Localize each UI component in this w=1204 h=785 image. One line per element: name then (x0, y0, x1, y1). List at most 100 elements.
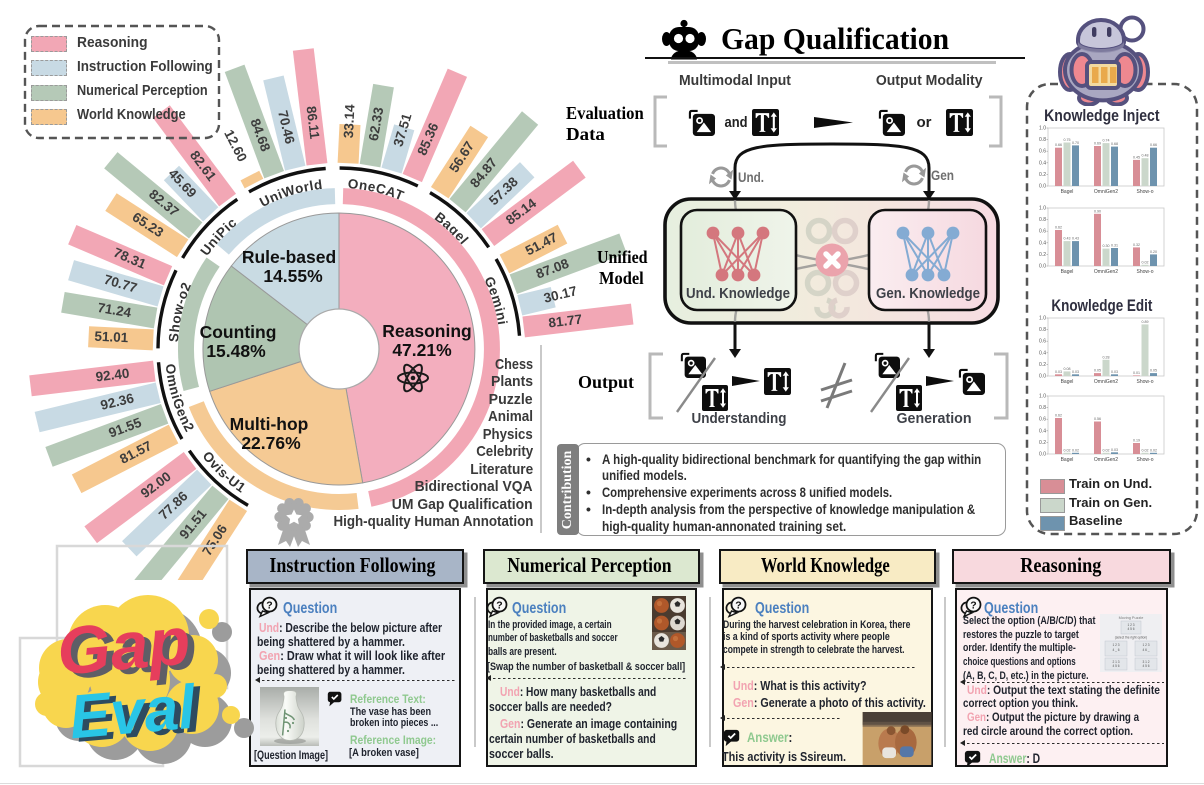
svg-text:0.8: 0.8 (1039, 405, 1046, 411)
svg-text:0.4: 0.4 (1039, 240, 1046, 246)
svg-text:0.02: 0.02 (1103, 448, 1110, 452)
svg-text:0.0: 0.0 (1039, 184, 1046, 190)
svg-text:0.2: 0.2 (1039, 172, 1046, 178)
svg-text:0.89: 0.89 (1142, 320, 1149, 324)
svg-text:4 5 6: 4 5 6 (1127, 627, 1134, 631)
svg-text:Eval: Eval (67, 672, 200, 752)
svg-text:0.43: 0.43 (1064, 237, 1071, 241)
svg-text:Bagel: Bagel (1061, 457, 1074, 463)
svg-text:0.03: 0.03 (1055, 370, 1062, 374)
svg-text:OmniGen2: OmniGen2 (1094, 379, 1118, 385)
svg-text:0.01: 0.01 (1133, 371, 1140, 375)
svg-text:0.56: 0.56 (1094, 417, 1101, 421)
svg-text:86.11: 86.11 (304, 105, 323, 140)
svg-text:0.43: 0.43 (1072, 237, 1079, 241)
svg-text:0.8: 0.8 (1039, 217, 1046, 223)
svg-text:OmniGen2: OmniGen2 (1094, 457, 1118, 463)
svg-text:3 1 2: 3 1 2 (1142, 660, 1149, 664)
svg-text:Rule-based: Rule-based (242, 247, 336, 267)
svg-text:0.30: 0.30 (1103, 244, 1110, 248)
svg-text:?: ? (266, 599, 272, 611)
svg-text:Understanding: Understanding (692, 411, 787, 427)
svg-text:0.48: 0.48 (1142, 154, 1149, 158)
svg-text:0.05: 0.05 (1094, 369, 1101, 373)
svg-text:0.02: 0.02 (1072, 448, 1079, 452)
svg-text:1.0: 1.0 (1039, 206, 1046, 212)
svg-text:0.68: 0.68 (1111, 142, 1118, 146)
svg-text:Show-o: Show-o (1137, 457, 1154, 463)
svg-text:1.0: 1.0 (1039, 316, 1046, 322)
svg-text:0.70: 0.70 (1072, 141, 1079, 145)
svg-text:0.8: 0.8 (1039, 327, 1046, 333)
svg-text:0.31: 0.31 (1111, 244, 1118, 248)
svg-text:0.6: 0.6 (1039, 417, 1046, 423)
svg-text:Und. Knowledge: Und. Knowledge (686, 286, 790, 302)
svg-text:0.32: 0.32 (1133, 243, 1140, 247)
svg-text:0.19: 0.19 (1133, 439, 1140, 443)
svg-text:Eval: Eval (73, 676, 206, 756)
svg-text:OmniGen2: OmniGen2 (1094, 189, 1118, 195)
svg-text:0.74: 0.74 (1103, 139, 1110, 143)
svg-text:0.90: 0.90 (1094, 209, 1101, 213)
svg-text:Bagel: Bagel (1061, 269, 1074, 275)
svg-text:15.48%: 15.48% (206, 341, 266, 361)
svg-text:Und.: Und. (738, 169, 764, 185)
svg-text:0.28: 0.28 (1103, 355, 1110, 359)
svg-text:1 2 3: 1 2 3 (1142, 643, 1149, 647)
svg-text:0.2: 0.2 (1039, 440, 1046, 446)
svg-text:0.6: 0.6 (1039, 339, 1046, 345)
svg-text:Show-o: Show-o (1137, 189, 1154, 195)
svg-text:1.0: 1.0 (1039, 126, 1046, 132)
svg-text:Bagel: Bagel (1061, 379, 1074, 385)
svg-text:Reasoning: Reasoning (382, 321, 471, 341)
svg-text:12.60: 12.60 (221, 127, 250, 164)
svg-text:Gap: Gap (61, 608, 200, 694)
svg-text:0.6: 0.6 (1039, 229, 1046, 235)
svg-text:Show-o: Show-o (1137, 269, 1154, 275)
svg-text:?: ? (735, 599, 741, 611)
svg-text:0.2: 0.2 (1039, 252, 1046, 258)
svg-text:0.75: 0.75 (1064, 138, 1071, 142)
svg-text:47.21%: 47.21% (392, 340, 452, 360)
svg-text:0.6: 0.6 (1039, 149, 1046, 155)
svg-text:0.2: 0.2 (1039, 362, 1046, 368)
svg-text:or: or (917, 114, 932, 131)
svg-text:92.40: 92.40 (95, 366, 130, 385)
svg-text:Gen: Gen (931, 167, 954, 183)
svg-text:0.03: 0.03 (1111, 448, 1118, 452)
svg-text:0.66: 0.66 (1150, 143, 1157, 147)
svg-text:51.01: 51.01 (94, 329, 129, 346)
svg-text:?: ? (970, 599, 976, 611)
svg-text:62.33: 62.33 (366, 106, 387, 142)
svg-text:81.77: 81.77 (548, 312, 583, 331)
svg-text:Gen. Knowledge: Gen. Knowledge (876, 286, 980, 302)
svg-text:71.24: 71.24 (96, 300, 132, 321)
svg-text:0.03: 0.03 (1111, 370, 1118, 374)
svg-text:1 2 3: 1 2 3 (1127, 623, 1134, 627)
svg-text:4 5 6: 4 5 6 (1142, 664, 1149, 668)
svg-text:0.08: 0.08 (1064, 367, 1071, 371)
svg-text:33.14: 33.14 (341, 104, 358, 139)
svg-text:0.02: 0.02 (1142, 260, 1149, 264)
svg-text:(select the right option): (select the right option) (1115, 636, 1147, 640)
svg-text:0.02: 0.02 (1064, 448, 1071, 452)
svg-text:Generation: Generation (897, 411, 972, 427)
svg-text:Multi-hop: Multi-hop (230, 414, 309, 434)
svg-text:4 6 _: 4 6 _ (1142, 648, 1149, 652)
svg-text:0.69: 0.69 (1094, 142, 1101, 146)
svg-text:0.62: 0.62 (1055, 226, 1062, 230)
svg-text:0.0: 0.0 (1039, 452, 1046, 458)
svg-text:0.4: 0.4 (1039, 428, 1046, 434)
svg-text:Moving Puzzle: Moving Puzzle (1119, 616, 1144, 620)
svg-text:4 5 6: 4 5 6 (1112, 664, 1119, 668)
svg-text:14.55%: 14.55% (263, 266, 323, 286)
svg-text:0.03: 0.03 (1072, 370, 1079, 374)
svg-text:Gap: Gap (54, 604, 193, 690)
svg-text:Show-o: Show-o (1137, 379, 1154, 385)
svg-text:Bagel: Bagel (1061, 189, 1074, 195)
svg-text:and: and (725, 114, 748, 131)
svg-text:4 _ 6: 4 _ 6 (1112, 648, 1119, 652)
svg-text:0.0: 0.0 (1039, 264, 1046, 270)
svg-text:OmniGen2: OmniGen2 (1094, 269, 1118, 275)
svg-text:22.76%: 22.76% (241, 433, 301, 453)
